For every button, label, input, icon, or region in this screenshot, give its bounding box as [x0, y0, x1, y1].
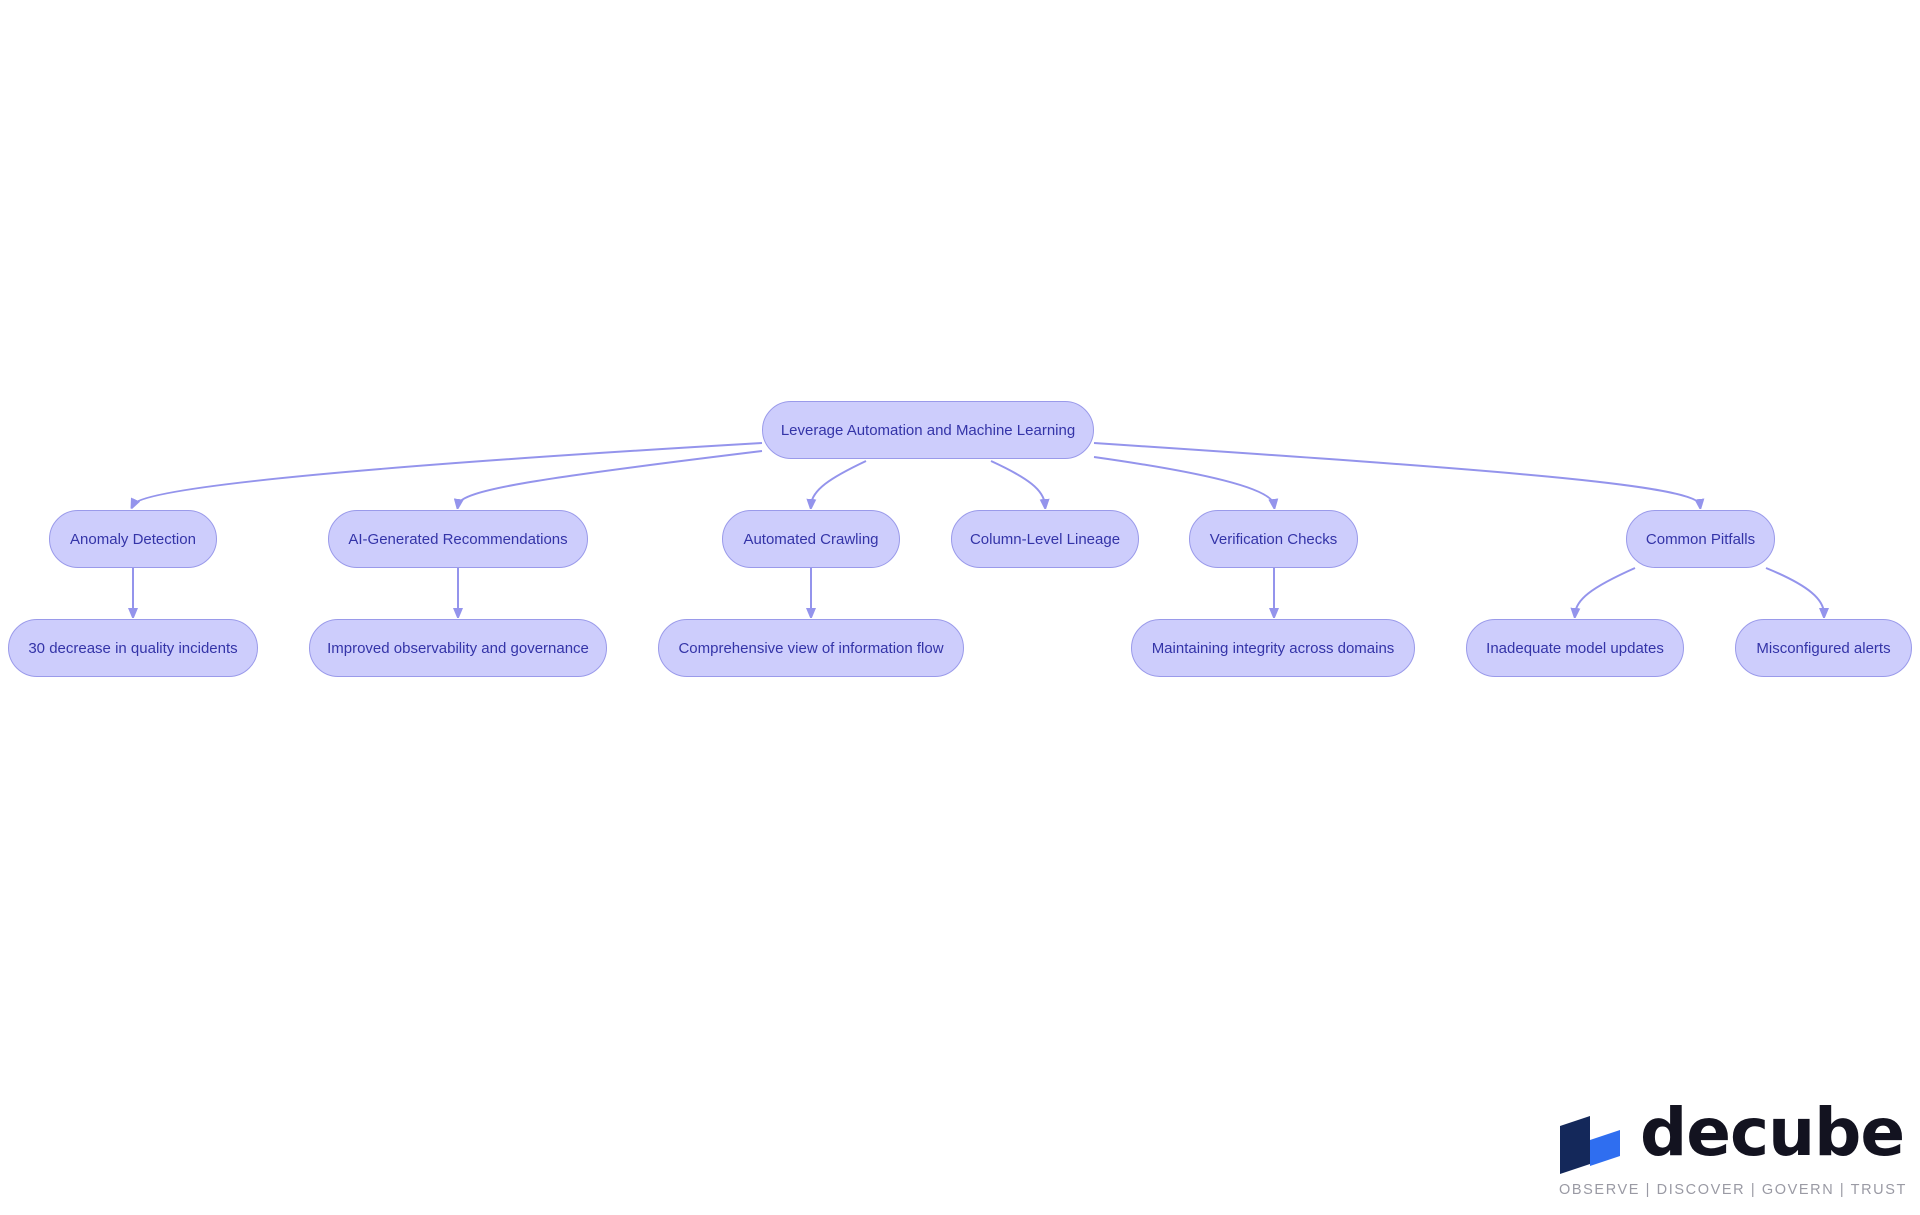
node-quality-incidents[interactable]: 30 decrease in quality incidents: [8, 619, 258, 677]
edge-root-pitfalls: [1093, 442, 1700, 505]
logo-tagline: OBSERVE | DISCOVER | GOVERN | TRUST: [1559, 1182, 1907, 1198]
edge-root-ai: [458, 450, 763, 505]
decube-logo: decube OBSERVE | DISCOVER | GOVERN | TRU…: [1558, 1100, 1905, 1205]
node-column-level-lineage[interactable]: Column-Level Lineage: [951, 510, 1139, 568]
node-common-pitfalls[interactable]: Common Pitfalls: [1626, 510, 1775, 568]
node-verification-checks[interactable]: Verification Checks: [1189, 510, 1358, 568]
node-automated-crawling[interactable]: Automated Crawling: [722, 510, 900, 568]
edge-pitfalls-alerts: [1765, 567, 1824, 614]
edge-root-verify: [1093, 456, 1274, 505]
node-root[interactable]: Leverage Automation and Machine Learning: [762, 401, 1094, 459]
logo-wordmark: decube: [1640, 1094, 1905, 1171]
node-model-updates[interactable]: Inadequate model updates: [1466, 619, 1684, 677]
node-misconfigured-alerts[interactable]: Misconfigured alerts: [1735, 619, 1912, 677]
decube-logo-icon: [1560, 1116, 1620, 1174]
edge-root-crawl: [811, 460, 867, 505]
node-observability-governance[interactable]: Improved observability and governance: [309, 619, 607, 677]
node-integrity-domains[interactable]: Maintaining integrity across domains: [1131, 619, 1415, 677]
node-information-flow[interactable]: Comprehensive view of information flow: [658, 619, 964, 677]
edge-pitfalls-model: [1575, 567, 1636, 614]
edge-root-lineage: [990, 460, 1045, 505]
node-anomaly-detection[interactable]: Anomaly Detection: [49, 510, 217, 568]
node-ai-generated-recommendations[interactable]: AI-Generated Recommendations: [328, 510, 588, 568]
edge-root-anomaly: [133, 442, 763, 505]
